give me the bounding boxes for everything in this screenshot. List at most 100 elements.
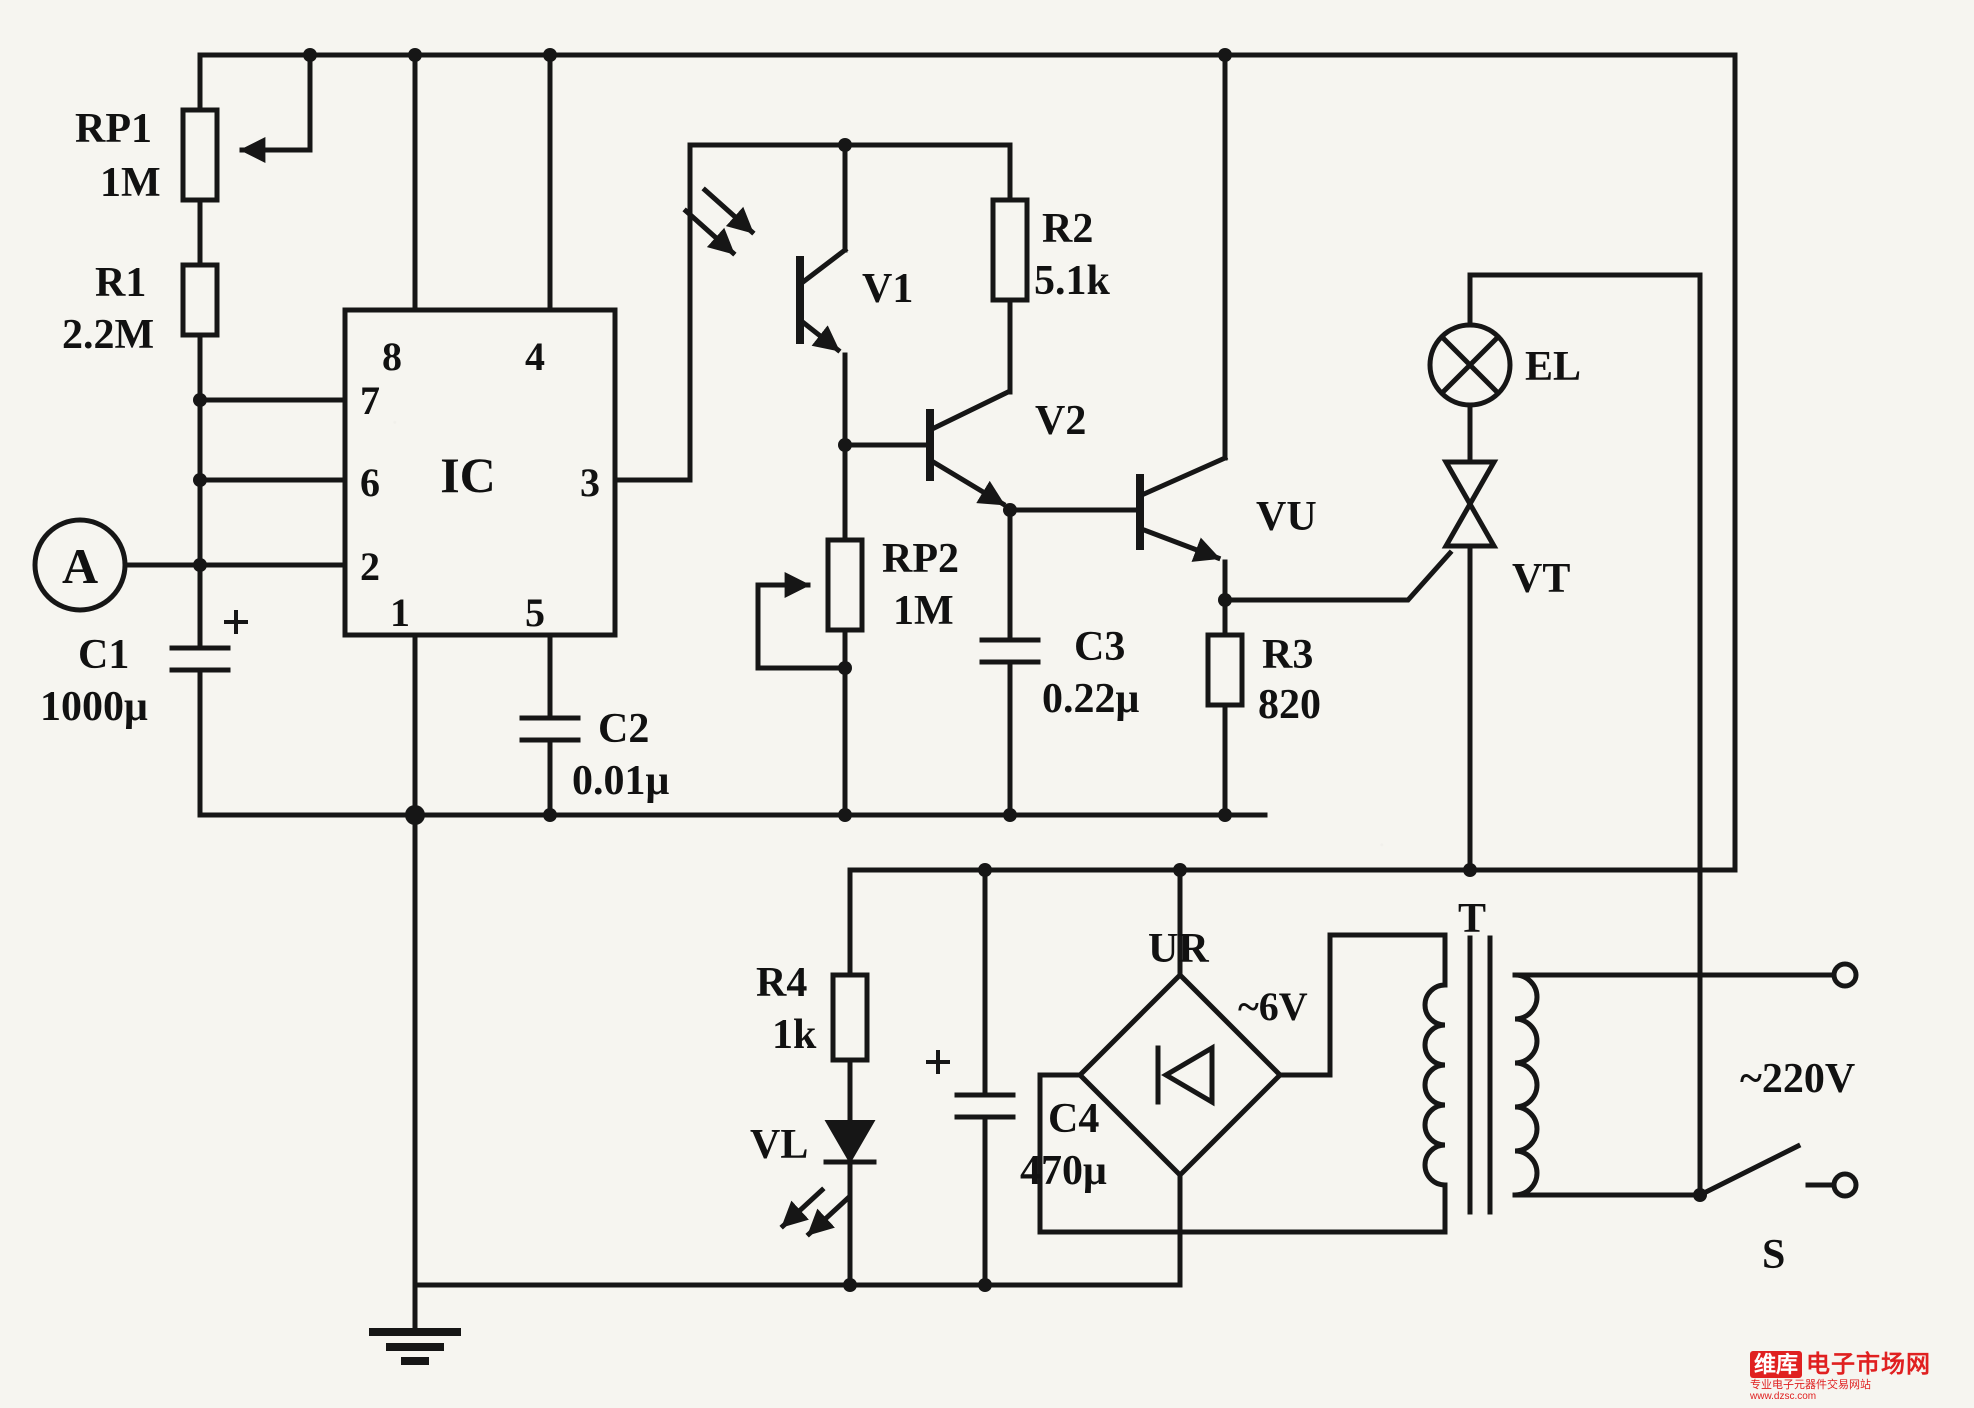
watermark-logo: 维库: [1750, 1350, 1803, 1378]
switch-blade: [1696, 1142, 1802, 1199]
rp1-value: 1M: [100, 160, 161, 206]
junction-dot: [1463, 863, 1477, 877]
watermark-site-name: 电子市场网: [1806, 1350, 1932, 1378]
wire-vu-collector: [1140, 52, 1229, 498]
resistor-r4-symbol: [830, 972, 870, 1063]
secondary-voltage-label: ~6V: [1238, 984, 1308, 1029]
r3-label: R3: [1262, 632, 1313, 678]
resistor-r3-symbol: [1205, 632, 1245, 708]
junction-dot: [843, 1278, 857, 1292]
labels: RP1 1M R1 2.2M 8 4 7 6 2 3 1 5 IC A C1 1…: [40, 106, 1855, 1278]
junction-dot: [303, 48, 317, 62]
v1-label: V1: [862, 266, 913, 312]
c1-value: 1000μ: [40, 684, 148, 730]
triac-vt-lower-triangle: [1441, 498, 1499, 549]
mains-voltage-label: ~220V: [1740, 1056, 1855, 1102]
c1-label: C1: [78, 632, 129, 678]
junction-dot: [978, 1278, 992, 1292]
wire-ic-pin3-route: [612, 142, 1013, 483]
junction-dot-main-ground: [405, 805, 425, 825]
junction-dot: [978, 863, 992, 877]
c3-value: 0.22μ: [1042, 676, 1140, 722]
wire-rp2-wiper-loop: [755, 582, 848, 671]
rp2-value: 1M: [893, 588, 954, 634]
r2-value: 5.1k: [1034, 258, 1111, 304]
v1-photo-arrow-2: [682, 207, 737, 257]
transformer-primary-coil: [1514, 972, 1540, 1198]
junction-dot: [543, 48, 557, 62]
meter-a-label: A: [62, 538, 98, 594]
ic-label: IC: [440, 447, 496, 503]
capacitor-c4-symbol: [954, 1092, 1016, 1120]
vu-label: VU: [1256, 494, 1317, 540]
junction-dot: [838, 808, 852, 822]
wire-v2-emitter-branch: [1007, 507, 1141, 818]
s-label: S: [1762, 1232, 1785, 1278]
resistor-r2-symbol: [990, 197, 1030, 303]
capacitor-c1-symbol: [169, 645, 231, 673]
junction-dots: [193, 48, 1707, 1292]
wire-vt-gate: [1222, 549, 1454, 603]
resistor-r1-symbol: [180, 262, 220, 338]
ground-symbol: [369, 1328, 461, 1365]
r1-label: R1: [95, 260, 146, 306]
junction-dot: [1003, 503, 1017, 517]
wire-el-top-route: [1467, 272, 1703, 1198]
c1-plus-sign: [224, 610, 248, 634]
vl-emit-arrow-2: [805, 1194, 852, 1238]
rp1-label: RP1: [75, 106, 152, 152]
ic-pin-4: 4: [525, 334, 545, 379]
junction-dot: [193, 558, 207, 572]
wire-bridge-ac2: [1277, 932, 1448, 1078]
junction-dot: [838, 138, 852, 152]
meter-a-symbol: [32, 517, 128, 613]
r4-label: R4: [756, 960, 807, 1006]
wire-v1-emitter-branch: [842, 352, 931, 543]
vl-label: VL: [750, 1122, 808, 1168]
ic-pin-1: 1: [390, 590, 410, 635]
watermark-url: www.dzsc.com: [1750, 1390, 1817, 1402]
junction-dot: [1218, 808, 1232, 822]
junction-dot: [1173, 863, 1187, 877]
junction-dot: [408, 48, 422, 62]
wire-network: [122, 52, 1836, 1333]
r1-value: 2.2M: [62, 312, 154, 358]
el-label: EL: [1525, 344, 1581, 390]
watermark-tagline: 专业电子元器件交易网站: [1750, 1378, 1871, 1391]
v1-photo-arrow-1: [701, 186, 756, 236]
c2-value: 0.01μ: [572, 758, 670, 804]
capacitor-c2-symbol: [519, 715, 581, 743]
wire-right-drop-and-dc-return: [847, 52, 1738, 873]
wire-bridge-ac1: [1037, 1072, 1448, 1235]
junction-dot: [543, 808, 557, 822]
bridge-ur-diode-triangle: [1161, 1043, 1215, 1107]
ic-pin-2: 2: [360, 544, 380, 589]
junction-dot: [1218, 593, 1232, 607]
t-label: T: [1458, 896, 1486, 942]
rp2-label: RP2: [882, 536, 959, 582]
c4-plus-sign: [926, 1050, 950, 1074]
c4-label: C4: [1048, 1096, 1099, 1142]
r2-label: R2: [1042, 206, 1093, 252]
ic-pin-8: 8: [382, 334, 402, 379]
ic-body: [342, 307, 618, 638]
junction-dot: [838, 438, 852, 452]
component-symbols: [32, 107, 1859, 1365]
transformer-core: [1467, 935, 1493, 1215]
bridge-ur-diamond: [1076, 971, 1284, 1179]
capacitor-c3-symbol: [979, 637, 1041, 665]
junction-dot: [1693, 1188, 1707, 1202]
ic-pin-7: 7: [360, 378, 380, 423]
transistor-v2-emitter: [926, 456, 1007, 508]
junction-dot: [1003, 808, 1017, 822]
wire-v2-collector: [926, 297, 1013, 434]
ic-pin-3: 3: [580, 460, 600, 505]
junction-dot: [838, 661, 852, 675]
mains-terminal-top: [1831, 961, 1859, 989]
ic-pin-5: 5: [525, 590, 545, 635]
triac-vt-upper-triangle: [1441, 459, 1499, 510]
r4-value: 1k: [772, 1012, 817, 1058]
ic-pin-6: 6: [360, 460, 380, 505]
c2-label: C2: [598, 706, 649, 752]
